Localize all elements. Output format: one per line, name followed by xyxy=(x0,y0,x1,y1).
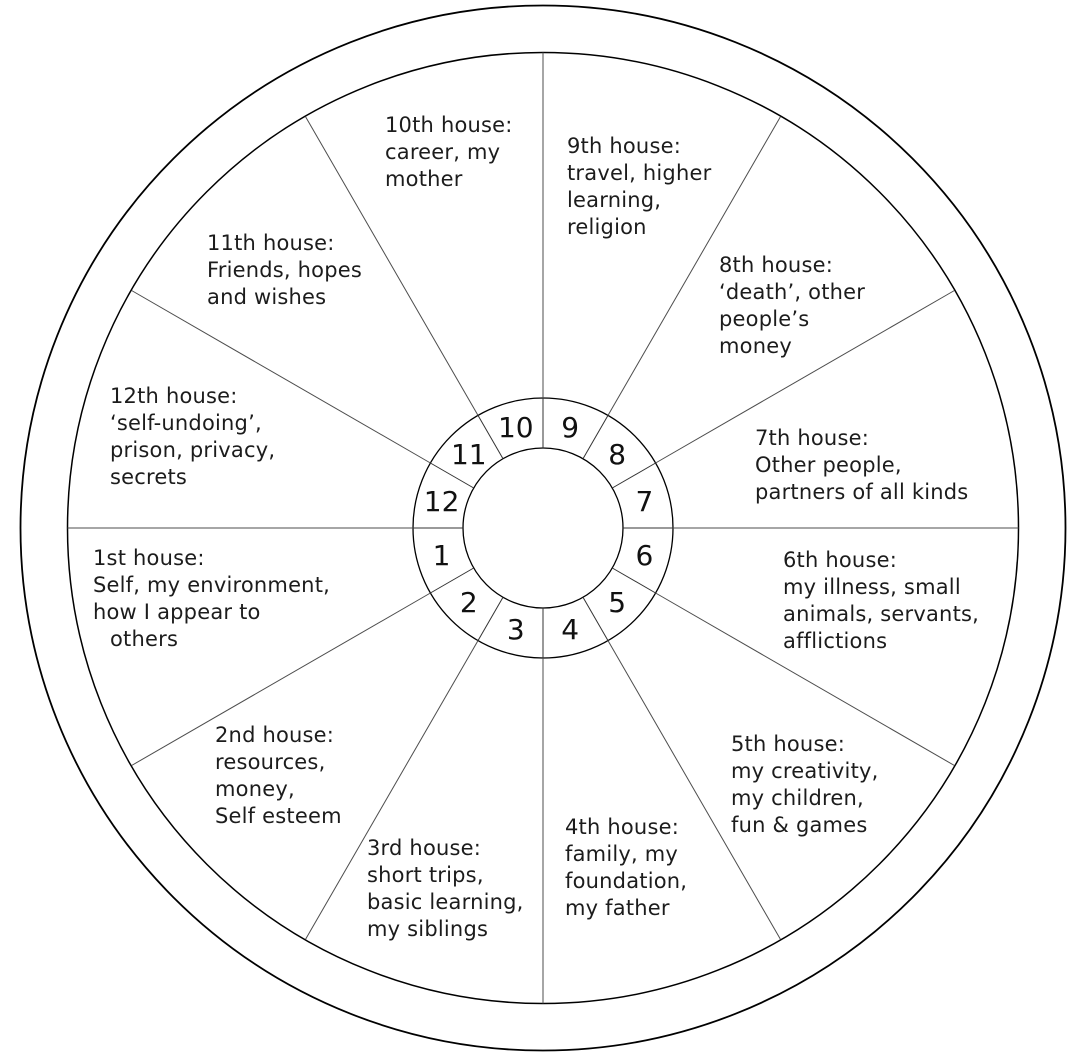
house-8-label: 8th house: ‘death’, other people’s money xyxy=(719,252,865,360)
house-5-label: 5th house: my creativity, my children, f… xyxy=(731,731,879,839)
house-2-line: Self esteem xyxy=(215,804,342,828)
house-9-line: 9th house: xyxy=(567,134,681,158)
house-5-line: fun & games xyxy=(731,813,868,837)
house-6-line: animals, servants, xyxy=(783,602,980,626)
house-8-line: ‘death’, other xyxy=(719,280,866,304)
house-1-line: Self, my environment, xyxy=(93,573,331,597)
ring-number-8: 8 xyxy=(608,438,626,471)
house-2-line: money, xyxy=(215,777,295,801)
ring-number-12: 12 xyxy=(424,485,460,518)
house-6-label: 6th house: my illness, small animals, se… xyxy=(783,547,979,655)
ring-number-3: 3 xyxy=(507,613,525,646)
house-8-line: people’s xyxy=(719,307,810,331)
ring-number-10: 10 xyxy=(498,411,534,444)
house-11-label: 11th house: Friends, hopes and wishes xyxy=(207,230,362,311)
house-12-line: 12th house: xyxy=(110,384,238,408)
house-3-line: my siblings xyxy=(367,917,489,941)
house-3-line: basic learning, xyxy=(367,890,524,914)
house-4-line: my father xyxy=(565,896,670,920)
ring-number-7: 7 xyxy=(635,485,653,518)
house-3-line: short trips, xyxy=(367,863,484,887)
house-7-label: 7th house: Other people, partners of all… xyxy=(755,425,968,506)
house-7-line: partners of all kinds xyxy=(755,480,969,504)
house-10-label: 10th house: career, my mother xyxy=(385,112,513,193)
house-4-label: 4th house: family, my foundation, my fat… xyxy=(565,814,687,922)
house-1-line: 1st house: xyxy=(93,546,205,570)
house-12-line: ‘self-undoing’, xyxy=(110,411,262,435)
house-3-label: 3rd house: short trips, basic learning, … xyxy=(367,835,524,943)
house-5-line: my children, xyxy=(731,786,864,810)
house-11-line: and wishes xyxy=(207,285,327,309)
number-ring-inner-circle xyxy=(462,447,624,609)
house-6-line: 6th house: xyxy=(783,548,897,572)
house-8-line: money xyxy=(719,334,792,358)
house-11-line: Friends, hopes xyxy=(207,258,363,282)
house-10-line: mother xyxy=(385,167,463,191)
house-12-label: 12th house: ‘self-undoing’, prison, priv… xyxy=(110,383,275,491)
house-6-line: afflictions xyxy=(783,629,888,653)
house-2-line: 2nd house: xyxy=(215,723,335,747)
house-10-line: career, my xyxy=(385,140,501,164)
number-ring-dividers xyxy=(413,398,673,658)
ring-number-9: 9 xyxy=(561,411,579,444)
house-5-line: 5th house: xyxy=(731,732,845,756)
house-4-line: family, my xyxy=(565,842,679,866)
house-9-line: travel, higher xyxy=(567,161,712,185)
house-7-line: Other people, xyxy=(755,453,902,477)
house-4-line: 4th house: xyxy=(565,815,679,839)
house-8-line: 8th house: xyxy=(719,253,833,277)
ring-number-6: 6 xyxy=(635,539,653,572)
sector-spokes xyxy=(67,52,1019,1004)
house-9-label: 9th house: travel, higher learning, reli… xyxy=(567,133,711,241)
house-12-line: prison, privacy, xyxy=(110,438,276,462)
house-1-line: others xyxy=(110,627,179,651)
ring-number-11: 11 xyxy=(451,438,487,471)
ring-number-1: 1 xyxy=(433,539,451,572)
outer-circle xyxy=(19,4,1067,1052)
house-10-line: 10th house: xyxy=(385,113,513,137)
house-9-line: religion xyxy=(567,215,647,239)
house-3-line: 3rd house: xyxy=(367,836,482,860)
house-11-line: 11th house: xyxy=(207,231,335,255)
house-7-line: 7th house: xyxy=(755,426,869,450)
house-2-line: resources, xyxy=(215,750,326,774)
house-4-line: foundation, xyxy=(565,869,688,893)
house-9-line: learning, xyxy=(567,188,662,212)
ring-number-2: 2 xyxy=(460,586,478,619)
house-6-line: my illness, small xyxy=(783,575,961,599)
ring-number-5: 5 xyxy=(608,586,626,619)
house-1-line: how I appear to xyxy=(93,600,261,624)
house-2-label: 2nd house: resources, money, Self esteem xyxy=(215,722,342,830)
house-5-line: my creativity, xyxy=(731,759,879,783)
house-12-line: secrets xyxy=(110,465,188,489)
ring-number-4: 4 xyxy=(561,613,579,646)
house-1-label: 1st house: Self, my environment, how I a… xyxy=(93,545,330,653)
